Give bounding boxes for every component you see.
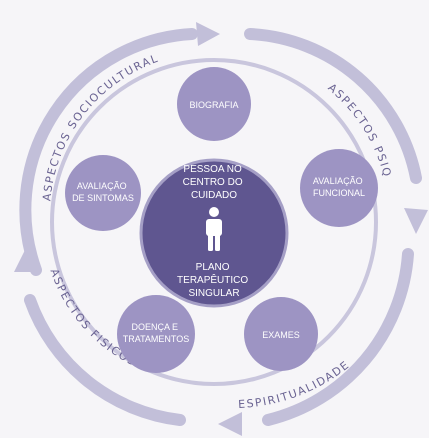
inner-ring	[50, 58, 378, 386]
node-avaliacao-de-sintomas-label: AVALIAÇÃO DE SINTOMAS	[72, 181, 134, 203]
arrow-heads	[14, 22, 428, 436]
arrow-head-bottom	[218, 412, 242, 436]
center-node: PESSOA NO CENTRO DO CUIDADO PLANO TERAPÊ…	[139, 158, 289, 308]
center-bottom-label: PLANO TERAPÊUTICO SINGULAR	[177, 262, 251, 299]
node-avaliacao-funcional-label: AVALIAÇÃO FUNCIONAL	[313, 176, 365, 198]
arrow-bottom-left-arc	[24, 294, 186, 426]
arrow-bottom-right-arc	[262, 248, 414, 426]
node-exames: EXAMES	[244, 297, 318, 371]
node-doenca-e-tratamentos: DOENÇA E TRATAMENTOS	[117, 295, 195, 373]
arrow-head-right	[404, 208, 428, 234]
person-icon	[206, 207, 222, 251]
node-biografia: BIOGRAFIA	[177, 67, 251, 141]
node-doenca-e-tratamentos-label: DOENÇA E TRATAMENTOS	[123, 322, 190, 344]
node-avaliacao-funcional: AVALIAÇÃO FUNCIONAL	[300, 149, 378, 227]
arrow-head-top	[196, 22, 220, 46]
center-top-label: PESSOA NO CENTRO DO CUIDADO	[183, 164, 246, 201]
node-avaliacao-de-sintomas: AVALIAÇÃO DE SINTOMAS	[65, 155, 141, 231]
arrow-left-arc	[19, 28, 198, 276]
arrow-top-right-arc	[244, 28, 422, 184]
cycle-arrows	[19, 28, 422, 426]
arrow-head-left	[14, 248, 38, 272]
node-biografia-label: BIOGRAFIA	[189, 100, 238, 110]
node-exames-label: EXAMES	[262, 330, 300, 340]
